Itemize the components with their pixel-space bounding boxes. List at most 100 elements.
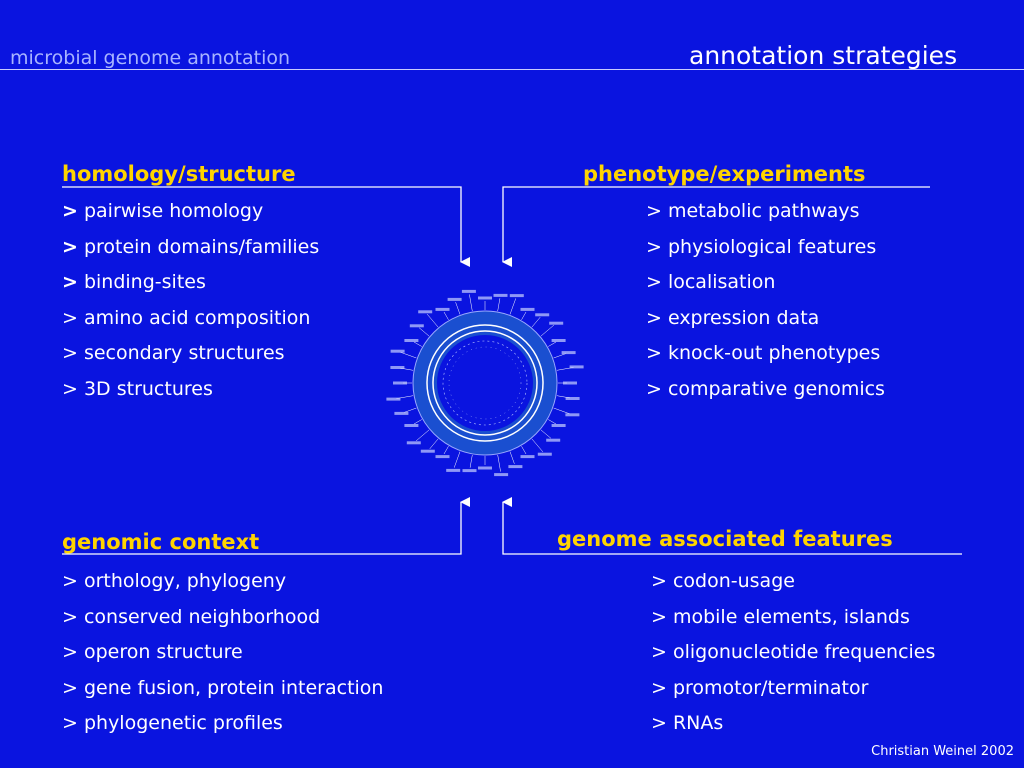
bullet-marker: > xyxy=(62,200,78,222)
gene-tick xyxy=(400,351,417,359)
gene-label-mark xyxy=(478,466,492,470)
gene-label-mark xyxy=(462,469,477,473)
gene-tick xyxy=(548,341,557,347)
list-item: > 3D structures xyxy=(62,377,213,400)
bullet-marker: > xyxy=(62,271,78,293)
gene-label-mark xyxy=(461,289,476,293)
list-item-text: orthology, phylogeny xyxy=(77,570,287,592)
list-item: > codon-usage xyxy=(651,572,795,591)
list-item-text: 3D structures xyxy=(77,377,213,400)
bullet-marker: > xyxy=(646,200,662,222)
gene-tick xyxy=(509,298,517,315)
heading-genome-associated-features: genome associated features xyxy=(557,527,893,551)
list-item-text: metabolic pathways xyxy=(661,200,860,222)
author-credit: Christian Weinel 2002 xyxy=(871,744,1014,759)
gene-tick xyxy=(548,419,557,425)
gene-label-mark xyxy=(386,397,401,401)
circular-genome-map-icon xyxy=(386,289,584,477)
gene-label-mark xyxy=(549,321,564,325)
bullet-marker: > xyxy=(62,712,78,734)
bullet-marker: > xyxy=(62,676,78,699)
list-item: > physiological features xyxy=(646,235,877,258)
bullet-marker: > xyxy=(651,712,667,734)
connector-homology xyxy=(62,186,470,267)
gene-label-mark xyxy=(551,339,566,342)
list-item: > metabolic pathways xyxy=(646,202,860,221)
list-item-text: knock-out phenotypes xyxy=(661,342,881,364)
heading-genomic-context: genomic context xyxy=(62,530,260,554)
list-item: > RNAs xyxy=(651,714,723,733)
bullet-marker: > xyxy=(62,605,78,628)
gene-label-mark xyxy=(420,449,435,453)
gene-label-mark xyxy=(393,381,407,385)
bullet-marker: > xyxy=(62,570,78,592)
gene-tick xyxy=(469,454,473,468)
list-item: > mobile elements, islands xyxy=(651,605,910,628)
gene-label-mark xyxy=(435,307,450,311)
list-item: > localisation xyxy=(646,273,775,292)
gene-label-mark xyxy=(565,413,580,417)
list-item: > protein domains/families xyxy=(62,235,320,258)
list-item-text: operon structure xyxy=(77,641,243,663)
gene-label-mark xyxy=(404,339,419,342)
gene-label-mark xyxy=(493,293,508,297)
list-item: > amino acid composition xyxy=(62,306,311,329)
connector-phenotype xyxy=(502,186,930,267)
bullet-marker: > xyxy=(651,605,667,628)
gene-tick xyxy=(497,454,501,472)
gene-label-mark xyxy=(561,351,576,355)
gene-label-mark xyxy=(435,455,450,459)
bullet-marker: > xyxy=(62,235,78,258)
gene-label-mark xyxy=(551,424,566,427)
gene-tick xyxy=(418,327,430,337)
gene-tick xyxy=(540,429,552,439)
bullet-marker: > xyxy=(646,377,662,400)
list-item-text: pairwise homology xyxy=(77,200,264,222)
gene-label-mark xyxy=(520,455,535,459)
list-item: > binding-sites xyxy=(62,273,206,292)
list-item-text: amino acid composition xyxy=(77,306,311,329)
list-item-text: protein domains/families xyxy=(77,235,320,258)
gene-label-mark xyxy=(569,365,584,369)
gene-label-mark xyxy=(494,473,509,477)
gene-label-mark xyxy=(535,313,550,317)
bullet-marker: > xyxy=(62,641,78,663)
list-item: > gene fusion, protein interaction xyxy=(62,676,383,699)
connector-genome-features xyxy=(502,497,962,555)
list-item-text: secondary structures xyxy=(77,342,285,364)
gene-label-mark xyxy=(390,366,405,369)
gene-label-mark xyxy=(520,307,535,311)
bullet-marker: > xyxy=(646,235,662,258)
gene-label-mark xyxy=(508,465,523,469)
gene-tick xyxy=(429,438,439,450)
list-item-text: mobile elements, islands xyxy=(666,605,910,628)
gene-label-mark xyxy=(478,296,492,300)
list-item-text: conserved neighborhood xyxy=(77,605,321,628)
list-item: > orthology, phylogeny xyxy=(62,572,286,591)
gene-tick xyxy=(497,298,501,312)
gene-label-mark xyxy=(509,294,524,298)
heading-phenotype-experiments: phenotype/experiments xyxy=(583,162,866,186)
gene-tick xyxy=(455,302,461,315)
gene-label-mark xyxy=(394,411,409,415)
list-item-text: expression data xyxy=(661,306,820,329)
gene-tick xyxy=(453,451,461,468)
gene-label-mark xyxy=(409,324,424,328)
gene-label-mark xyxy=(546,438,561,442)
gene-label-mark xyxy=(404,424,419,427)
gene-tick xyxy=(426,313,439,328)
list-item-text: physiological features xyxy=(661,235,877,258)
list-item: > pairwise homology xyxy=(62,202,263,221)
presentation-title: microbial genome annotation xyxy=(10,47,291,69)
bullet-marker: > xyxy=(651,570,667,592)
gene-tick xyxy=(531,438,544,453)
gene-label-mark xyxy=(447,297,462,301)
list-item-text: codon-usage xyxy=(666,570,795,592)
bullet-marker: > xyxy=(62,377,78,400)
gene-tick xyxy=(443,311,449,320)
gene-tick xyxy=(509,451,515,464)
gene-tick xyxy=(413,341,422,347)
slide-title: annotation strategies xyxy=(689,41,958,70)
list-item-text: binding-sites xyxy=(77,271,206,293)
gene-tick xyxy=(415,429,430,442)
